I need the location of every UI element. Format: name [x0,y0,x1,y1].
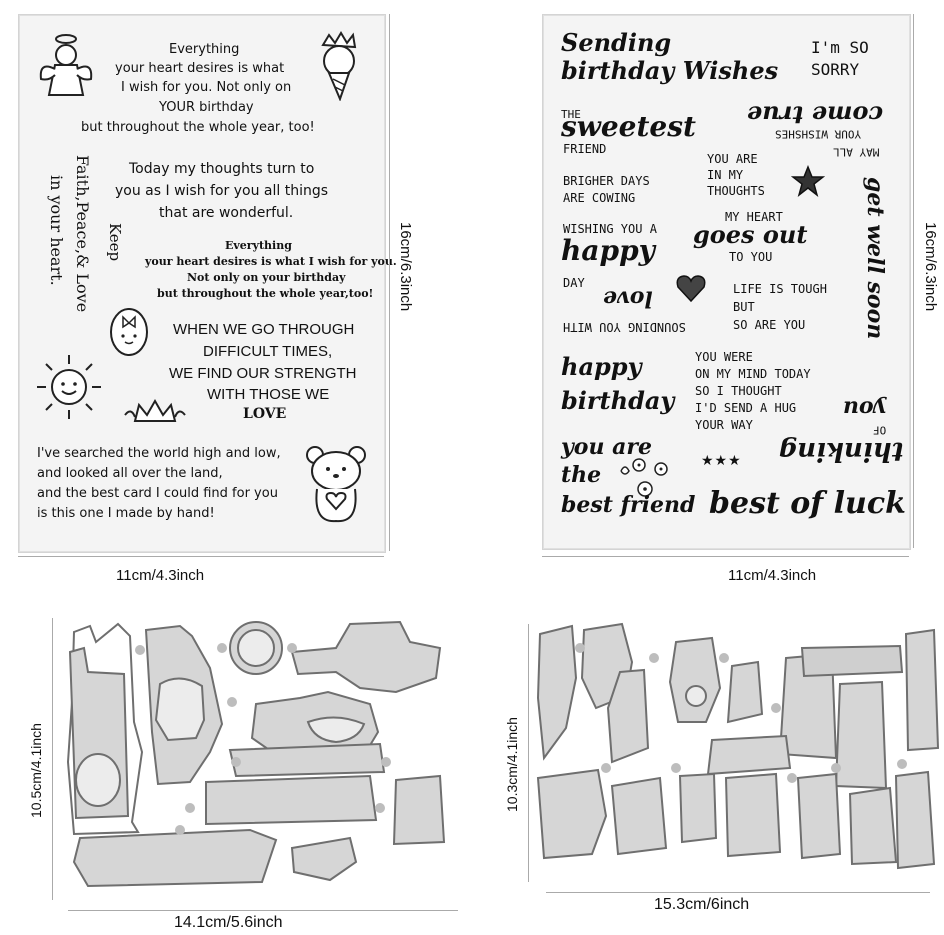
angel-stamp [37,31,95,103]
you-are-in-line-2: IN MY [707,168,744,182]
today-line-2: you as I wish for you all things [115,183,329,199]
cutting-die-2 [536,618,940,882]
sun-stamp [33,351,105,423]
die2-height-label: 10.3cm/4.1inch [504,717,520,812]
crown-stamp [123,397,187,427]
sheet2-width-line [542,556,909,557]
you-were-line-5: YOUR WAY [695,418,753,432]
life-line-1: LIFE IS TOUGH [733,282,827,296]
sheet2-height-label: 16cm/6.3inch [922,222,939,312]
stamp-sheet-2: Sending birthday Wishes I'm SO SORRY THE… [542,14,911,550]
everything-line-5: but throughout the whole year, too! [81,120,315,135]
im-so-text: I'm SO [811,38,869,57]
star-stamp [790,164,826,197]
die2-width-label: 15.3cm/6inch [654,896,750,913]
best-of-luck-text: best of luck [709,486,906,521]
everything-line-4: YOUR birthday [159,100,254,115]
when-line-4: WITH THOSE WE [207,386,330,403]
everything-line-2: your heart desires is what [115,61,285,76]
when-line-2: DIFFICULT TIMES, [203,343,333,360]
of-flipped-text: OF [873,423,887,437]
life-line-3: SO ARE YOU [733,318,806,332]
sheet2-height-line [913,14,914,548]
sheet1-width-line [18,556,384,557]
sheet2-width-label: 11cm/4.3inch [728,567,817,584]
sending-text: Sending [561,28,672,57]
the-text: THE [561,108,581,121]
to-you-text: TO YOU [729,250,773,264]
sheet1-height-label: 16cm/6.3inch [397,222,414,312]
ice-cream-stamp [309,29,367,102]
birthday-wishes-text: birthday Wishes [561,56,779,85]
heart-stamp [675,273,707,303]
wishing-text: WISHING YOU A [563,222,657,236]
brighter-line-1: BRIGHER DAYS [563,174,650,188]
stamp-sheet-1: Everything your heart desires is what I … [18,14,397,553]
sheet1-width-label: 11cm/4.3inch [116,567,205,584]
happy-text: happy [561,234,655,267]
love-flipped-text: love [603,285,653,312]
you-were-line-3: SO I THOUGHT [695,384,782,398]
your-wishes-text: YOUR WISHSHES [775,127,862,141]
brighter-line-2: ARE COWING [563,191,636,205]
stars-text: ★★★ [701,453,742,469]
love-word: LOVE [243,406,287,422]
thinking-flipped-text: thinking [779,435,904,466]
when-line-1: WHEN WE GO THROUGH [173,321,355,338]
everything-bold-line-4: but throughout the whole year,too! [157,287,374,300]
when-line-3: WE FIND OUR STRENGTH [169,365,357,382]
you-were-line-1: YOU WERE [695,350,753,364]
get-well-soon-text: get well soon [862,177,888,340]
searched-line-2: and looked all over the land, [37,466,223,481]
in-your-heart-vertical: in your heart. [47,175,66,286]
may-all-text: MAY ALL [833,145,880,159]
life-line-2: BUT [733,300,755,314]
keep-vertical: Keep [106,223,124,262]
you-are-in-line-1: YOU ARE [707,152,758,166]
sheet1-height-line [389,14,390,551]
cutting-die-1 [60,612,460,902]
die1-width-label: 14.1cm/5.6inch [174,914,283,931]
sweetest-text: sweetest [561,110,696,143]
come-true-text: come true [747,100,884,130]
everything-line-1: Everything [169,42,240,57]
searched-line-1: I've searched the world high and low, [37,446,281,461]
die1-width-line [68,910,458,911]
goes-out-text: goes out [693,220,808,249]
searched-line-3: and the best card I could find for you [37,486,278,501]
sorry-text: SORRY [811,60,860,79]
bear-stamp [303,443,369,525]
today-line-3: that are wonderful. [159,205,294,221]
happy-birthday-line-1: happy [561,352,642,381]
best-friend-text: best friend [561,492,696,518]
happy-birthday-line-2: birthday [561,386,675,415]
everything-bold-line-1: Everything [225,239,292,252]
sounding-text: SOUNDING YOU WITH [563,319,686,334]
you-are-in-line-3: THOUGHTS [707,184,765,198]
the-script-text: the [561,462,602,488]
day-text: DAY [563,276,585,290]
friend-text: FRIEND [563,142,607,156]
flowers-stamp [615,455,679,501]
everything-bold-line-2: your heart desires is what I wish for yo… [145,255,397,268]
you-are-text: you are [561,434,652,460]
searched-line-4: is this one I made by hand! [37,506,215,521]
die1-height-line [52,618,53,900]
you-were-line-2: ON MY MIND TODAY [695,367,811,381]
everything-bold-line-3: Not only on your birthday [187,271,346,284]
egg-stamp [107,303,151,357]
everything-line-3: I wish for you. Not only on [121,80,292,95]
die1-height-label: 10.5cm/4.1inch [28,723,44,818]
die2-height-line [528,624,529,882]
faith-peace-love-vertical: Faith,Peace,& Love [73,155,92,313]
you-flipped-text: you [843,395,887,422]
my-heart-text: MY HEART [725,210,783,224]
you-were-line-4: I'D SEND A HUG [695,401,797,415]
die2-width-line [546,892,930,893]
today-line-1: Today my thoughts turn to [129,161,315,177]
